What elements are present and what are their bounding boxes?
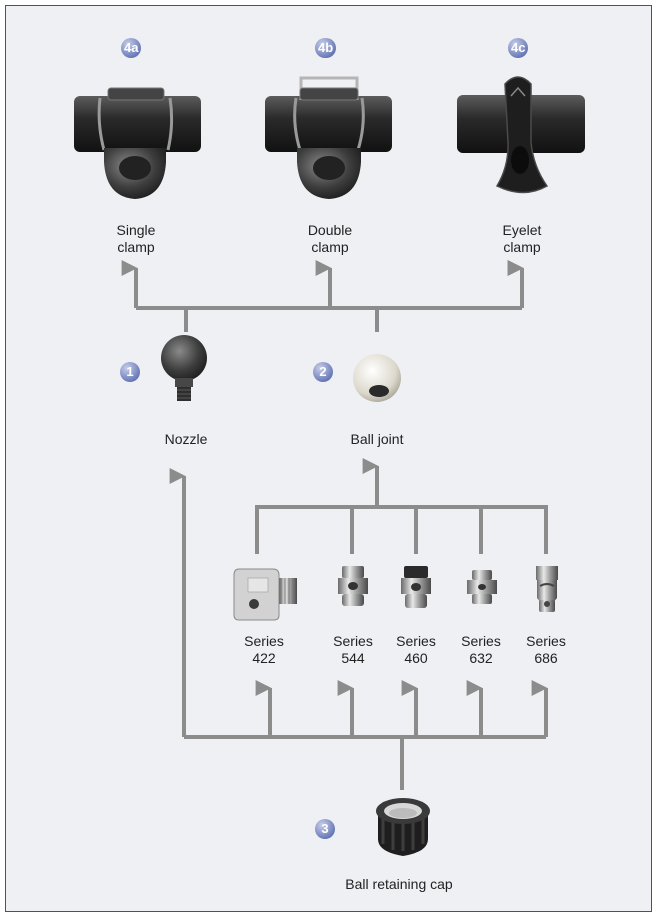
single-clamp-label: Single clamp (116, 222, 156, 255)
series-bus (255, 505, 548, 554)
eyelet-clamp-label: Eyelet clamp (502, 222, 542, 255)
series-460-label: Series 460 (396, 633, 436, 666)
series-544-label: Series 544 (333, 633, 373, 666)
tip-686-icon (536, 566, 558, 612)
badge-4c: 4c (508, 38, 529, 58)
series-422-label: Series 422 (244, 633, 284, 666)
nozzle-label: Nozzle (164, 431, 208, 447)
badge-4b: 4b (315, 38, 337, 58)
clamp-connectors (121, 268, 522, 332)
eyelet-clamp-icon (457, 76, 585, 194)
series-connectors (255, 458, 548, 554)
badge-1: 1 (120, 362, 140, 382)
badge-2: 2 (313, 362, 333, 382)
badge-3: 3 (315, 819, 335, 839)
tip-632-icon (467, 570, 497, 604)
double-clamp-icon (265, 76, 392, 199)
cap-connectors (169, 468, 548, 790)
tip-544-icon (338, 566, 368, 606)
badge-4a: 4a (121, 38, 142, 58)
nozzle-icon (161, 335, 207, 401)
tip-460-icon (401, 566, 431, 608)
single-clamp-icon (74, 87, 201, 199)
series-632-label: Series 632 (461, 633, 501, 666)
tip-422-icon (233, 568, 297, 621)
ball-retaining-cap-icon (376, 798, 430, 856)
ball-joint-icon (353, 354, 401, 402)
double-clamp-label: Double clamp (307, 222, 353, 255)
ball-joint-label: Ball joint (350, 431, 404, 447)
ball-retaining-cap-label: Ball retaining cap (345, 876, 453, 892)
series-686-label: Series 686 (526, 633, 566, 666)
